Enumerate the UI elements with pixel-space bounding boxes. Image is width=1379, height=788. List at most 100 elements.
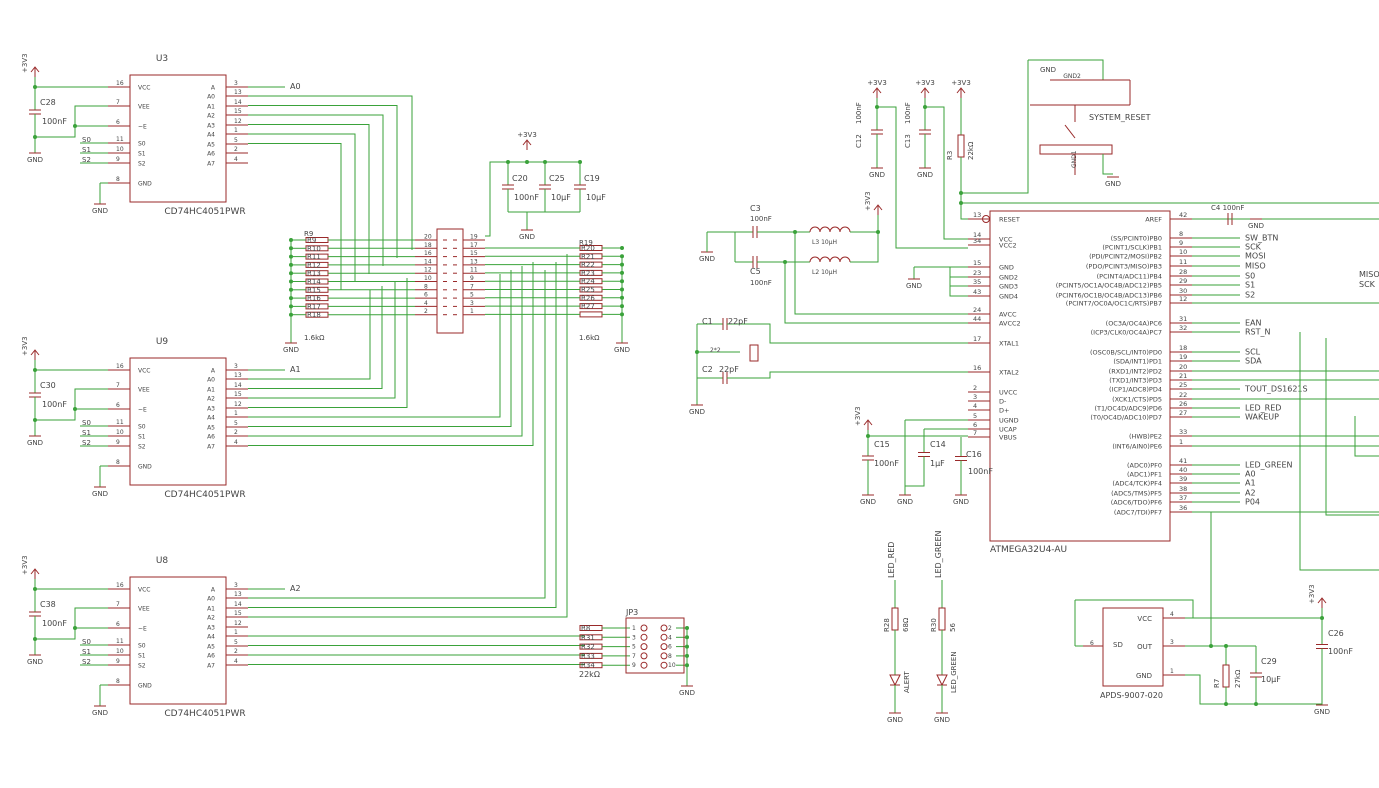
mcu-net-label: SW_BTN xyxy=(1245,234,1278,243)
wire xyxy=(794,232,968,315)
jp3-pin-num: 7 xyxy=(632,653,636,660)
wire xyxy=(248,95,413,250)
mcu-net-label: SCL xyxy=(1245,348,1261,357)
mux-pin-num: 16 xyxy=(116,363,124,370)
mux-pin-num: 5 xyxy=(234,420,238,427)
jp3-pin xyxy=(660,643,668,651)
mux-pin-num: 3 xyxy=(234,80,238,87)
mux-pin-name: ~E xyxy=(138,407,147,414)
mux-pin-num: 13 xyxy=(234,372,242,379)
mcu-pin-num: 10 xyxy=(1179,248,1187,256)
wire xyxy=(924,98,968,240)
crystal-label: 2*2 xyxy=(710,347,721,354)
mcu-pin-num: 28 xyxy=(1179,268,1187,276)
jp3-pin-num: 3 xyxy=(632,634,636,641)
connector-pin-num: 11 xyxy=(470,267,478,274)
mcu-net-label: RST_N xyxy=(1245,328,1271,337)
power-label: +3V3 xyxy=(864,191,872,211)
wire xyxy=(905,480,925,487)
mux-pin-num: 4 xyxy=(234,439,238,446)
cap-value: 100nF xyxy=(855,102,863,124)
mux-pin-num: 12 xyxy=(234,620,242,627)
wire xyxy=(248,270,546,599)
mux-pin-name: A5 xyxy=(207,142,215,149)
mcu-pin-name: (ADC0)PF0 xyxy=(1127,462,1162,470)
connector-pin-num: 7 xyxy=(470,283,474,290)
junction-dot xyxy=(783,260,787,264)
mcu-pin-name: (OC3A/OC4A)PC6 xyxy=(1106,320,1162,328)
select-net: S0 xyxy=(82,638,91,646)
resistor-ref: R12 xyxy=(307,261,321,269)
mux-pin-num: 1 xyxy=(234,410,238,417)
mcu-pin-name: (PDI/PCINT2/MOSI)PB2 xyxy=(1089,253,1162,261)
jp3-pin-num: 4 xyxy=(668,634,672,641)
junction-dot xyxy=(73,124,77,128)
mcu-pin-name: (SS/PCINT0)PB0 xyxy=(1111,235,1162,243)
mux-pin-name: A0 xyxy=(207,377,215,384)
cap-ref: C19 xyxy=(584,174,600,183)
mcu-pin-name: (ADC7/TDI)PF7 xyxy=(1114,509,1162,517)
mux-pin-name: A2 xyxy=(207,113,215,120)
mux-pin-num: 13 xyxy=(234,591,242,598)
mux-pin-name: S0 xyxy=(138,141,146,148)
mux-pin-name: GND xyxy=(138,181,152,188)
resistor-ref: R31 xyxy=(581,634,595,642)
sensor-value: APDS-9007-020 xyxy=(1100,691,1163,700)
wire xyxy=(784,262,968,324)
mux-pin-name: A0 xyxy=(207,94,215,101)
mcu-pin-name: XTAL1 xyxy=(999,340,1019,348)
mux-pin-name: A xyxy=(211,368,216,375)
connector-pin-num: 5 xyxy=(470,292,474,299)
resistor-ref: R16 xyxy=(307,295,321,303)
wire xyxy=(1075,599,1194,618)
crystal-icon xyxy=(749,344,759,362)
mux-pin-num: 5 xyxy=(234,137,238,144)
mcu-pin-num: 21 xyxy=(1179,372,1187,380)
r3-resistor xyxy=(957,134,965,158)
mcu-pin-name: (INT6/AIN0)PE6 xyxy=(1112,443,1162,451)
mux-value: CD74HC4051PWR xyxy=(164,207,245,217)
mux-pin-name: S2 xyxy=(138,161,146,168)
r7-resistor xyxy=(1222,664,1230,688)
mcu-pin-num: 38 xyxy=(1179,485,1187,493)
cap-ref: C12 xyxy=(855,134,863,148)
mux-pin-num: 15 xyxy=(234,610,242,617)
mcu-net-label: WAKEUP xyxy=(1245,413,1279,422)
jp3-pin-num: 10 xyxy=(668,662,676,669)
jp3-pin xyxy=(660,652,668,660)
wire xyxy=(34,360,108,371)
mux-pin-num: 8 xyxy=(116,459,120,466)
mux-pin-name: A2 xyxy=(207,615,215,622)
wire xyxy=(248,124,370,274)
mcu-pin-num: 7 xyxy=(973,429,977,437)
mcu-pin-num: 44 xyxy=(973,315,981,323)
mux-pin-num: 11 xyxy=(116,638,124,645)
mcu-pin-name: (PDO/PCINT3/MISO)PB3 xyxy=(1086,263,1162,271)
mux-pin-name: A xyxy=(211,587,216,594)
mcu-pin-num: 11 xyxy=(1179,258,1187,266)
mux-value: CD74HC4051PWR xyxy=(164,709,245,719)
gnd-label: GND2 xyxy=(1063,73,1081,80)
wire xyxy=(248,270,512,427)
mcu-pin-name: D+ xyxy=(999,407,1009,415)
power-label: +3V3 xyxy=(517,131,537,139)
ground-label: GND xyxy=(1040,66,1056,74)
ground-label: GND xyxy=(953,498,969,506)
cap-value: 10µF xyxy=(1261,675,1281,684)
mcu-pin-num: 34 xyxy=(973,237,981,245)
resistor-value: 27kΩ xyxy=(1234,669,1242,688)
mux-ref: U3 xyxy=(156,54,168,64)
ground-label: GND xyxy=(1248,222,1264,230)
mux-pin-num: 14 xyxy=(234,382,242,389)
mcu-pin-name: (PCINT7/OC0A/OC1C/RTS)PB7 xyxy=(1066,300,1162,308)
mux-pin-name: S1 xyxy=(138,434,146,441)
connector-pin-num: 19 xyxy=(470,234,478,241)
resistor-ref: R20 xyxy=(581,245,595,253)
mux-pin-name: A2 xyxy=(207,396,215,403)
wire xyxy=(1299,332,1379,571)
power-label: +3V3 xyxy=(21,53,29,73)
select-net: S1 xyxy=(82,648,91,656)
mux-pin-name: VCC xyxy=(138,85,150,92)
mux-pin-num: 6 xyxy=(116,119,120,126)
cap-ref: C26 xyxy=(1328,629,1344,638)
